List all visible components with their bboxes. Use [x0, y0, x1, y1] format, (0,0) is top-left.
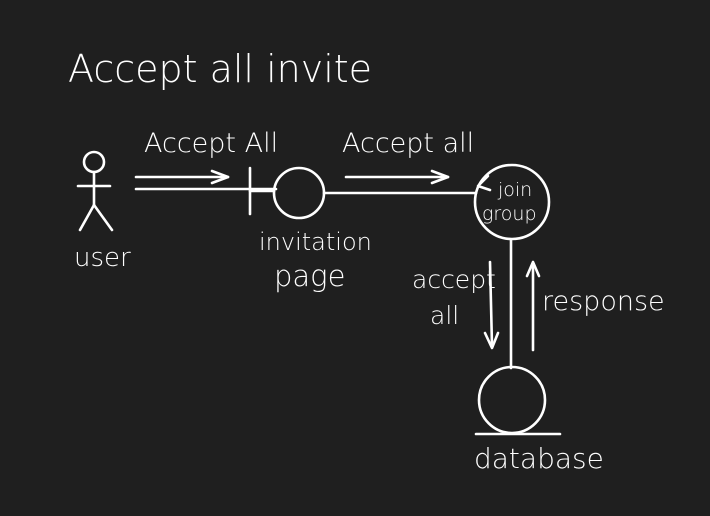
user-label: user [74, 243, 131, 273]
diagram-title: Accept all invite [68, 47, 372, 91]
edge-page-to-group [322, 169, 492, 195]
join-group-label-line2: group [482, 203, 537, 225]
edge-db-to-group-label: response [542, 286, 665, 317]
user-actor-icon [76, 150, 114, 232]
database-label: database [474, 442, 604, 475]
edge-group-to-db-label-line2: all [430, 301, 459, 330]
join-group-label-line1: join [497, 179, 532, 201]
invitation-page-node [248, 166, 326, 220]
invitation-page-label-line1: invitation [259, 228, 372, 256]
edge-user-to-page-label: Accept All [144, 128, 278, 159]
edge-group-db-link [483, 238, 541, 370]
edge-page-to-group-label: Accept all [342, 128, 474, 159]
invitation-page-label-line2: page [274, 259, 345, 293]
edge-user-to-page [134, 169, 278, 191]
edge-group-to-db-label-line1: accept [412, 265, 496, 294]
database-node [474, 365, 562, 436]
join-group-node [473, 163, 551, 241]
